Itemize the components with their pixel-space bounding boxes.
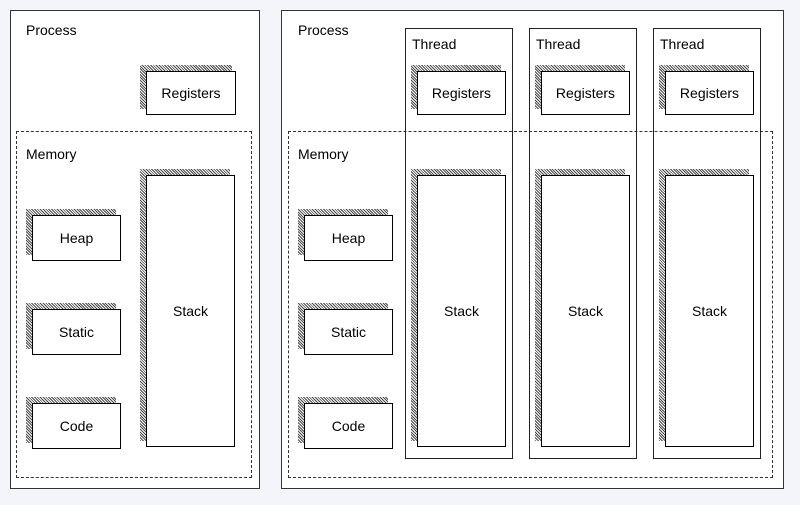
memory-label: Memory bbox=[26, 146, 77, 162]
thread-3-title: Thread bbox=[660, 36, 705, 52]
memory-region bbox=[16, 131, 252, 478]
process-label: Process bbox=[298, 22, 349, 38]
registers-box: Registers bbox=[146, 71, 236, 115]
stack-box: Stack bbox=[146, 175, 235, 447]
memory-label: Memory bbox=[298, 146, 349, 162]
thread-1-stack-box: Stack bbox=[417, 175, 506, 447]
thread-2-box bbox=[529, 28, 637, 459]
thread-1-box bbox=[405, 28, 513, 459]
thread-3-box bbox=[653, 28, 761, 459]
thread-2-title: Thread bbox=[536, 36, 581, 52]
thread-2-stack-box: Stack bbox=[541, 175, 630, 447]
static-box: Static bbox=[32, 309, 121, 355]
memory-region bbox=[288, 131, 773, 478]
static-box: Static bbox=[304, 309, 393, 355]
thread-1-registers-box: Registers bbox=[417, 71, 506, 115]
code-box: Code bbox=[304, 403, 393, 449]
thread-2-registers-box: Registers bbox=[541, 71, 630, 115]
code-box: Code bbox=[32, 403, 121, 449]
thread-3-registers-box: Registers bbox=[665, 71, 754, 115]
thread-3-stack-box: Stack bbox=[665, 175, 754, 447]
heap-box: Heap bbox=[32, 215, 121, 261]
thread-1-title: Thread bbox=[412, 36, 457, 52]
heap-box: Heap bbox=[304, 215, 393, 261]
process-label: Process bbox=[26, 22, 77, 38]
